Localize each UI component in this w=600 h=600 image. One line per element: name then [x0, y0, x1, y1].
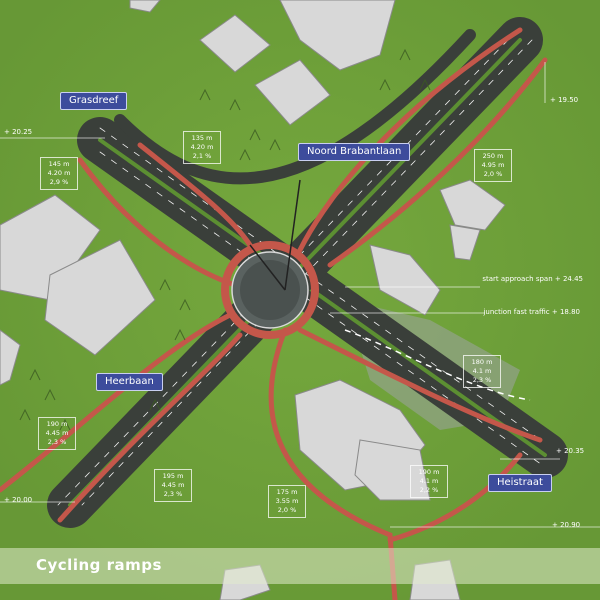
ramp-length: 145 m [48, 160, 70, 168]
ramp-gradient: 2,1 % [192, 152, 212, 160]
street-label-heerbaan: Heerbaan [96, 373, 163, 391]
ramp-length: 190 m [46, 420, 68, 428]
trees [19, 48, 431, 431]
ramp-length: 135 m [191, 134, 213, 142]
ramp-gradient: 2,0 % [483, 170, 503, 178]
ramp-height: 4.20 m [190, 143, 214, 151]
ramp-gradient: 2,0 % [277, 506, 297, 514]
ramp-stat-box: 190 m 4.1 m 2,2 % [410, 465, 448, 498]
ramp-height: 4.95 m [481, 161, 505, 169]
elevation-marker: + 19.50 [550, 96, 579, 104]
ramp-stat-box: 175 m 3.55 m 2,0 % [268, 485, 306, 518]
ramp-gradient: 2,3 % [47, 438, 67, 446]
cycling-ramps [0, 27, 548, 600]
ramp-stat-box: 250 m 4.95 m 2,0 % [474, 149, 512, 182]
ramp-height: 4.1 m [472, 367, 492, 375]
ramp-gradient: 2,3 % [163, 490, 183, 498]
ramp-height: 3.55 m [275, 497, 299, 505]
title-banner [0, 548, 600, 584]
ramp-height: 4.1 m [419, 477, 439, 485]
elevation-marker: + 20.90 [552, 521, 581, 529]
ramp-height: 4.45 m [45, 429, 69, 437]
ramp-gradient: 2,9 % [49, 178, 69, 186]
ramp-length: 190 m [418, 468, 440, 476]
elevation-marker: + 20.35 [556, 447, 585, 455]
ramp-stat-box: 190 m 4.45 m 2,3 % [38, 417, 76, 450]
street-label-noord-brabantlaan: Noord Brabantlaan [298, 143, 411, 161]
ramp-length: 180 m [471, 358, 493, 366]
ramp-stat-box: 180 m 4.1 m 2,3 % [463, 355, 501, 388]
ramp-length: 250 m [482, 152, 504, 160]
ramp-length: 195 m [162, 472, 184, 480]
ramp-stat-box: 135 m 4.20 m 2,1 % [183, 131, 221, 164]
callout-junction-traffic: junction fast traffic + 18.80 [483, 308, 580, 316]
buildings [0, 0, 506, 600]
ramp-stat-box: 145 m 4.20 m 2,9 % [40, 157, 78, 190]
callout-approach-span: start approach span + 24.45 [482, 275, 583, 283]
leader-lines [0, 62, 600, 528]
street-label-grasdreef: Grasdreef [60, 92, 128, 110]
ramp-height: 4.20 m [47, 169, 71, 177]
diagram-title: Cycling ramps [36, 556, 162, 574]
roundabout [221, 179, 319, 339]
ramp-height: 4.45 m [161, 481, 185, 489]
ramp-stat-box: 195 m 4.45 m 2,3 % [154, 469, 192, 502]
ramp-gradient: 2,2 % [419, 486, 439, 494]
elevation-marker: + 20.00 [4, 496, 33, 504]
elevation-marker: + 20.25 [4, 128, 33, 136]
ramp-gradient: 2,3 % [472, 376, 492, 384]
street-label-heistraat: Heistraat [488, 474, 552, 492]
ramp-length: 175 m [276, 488, 298, 496]
